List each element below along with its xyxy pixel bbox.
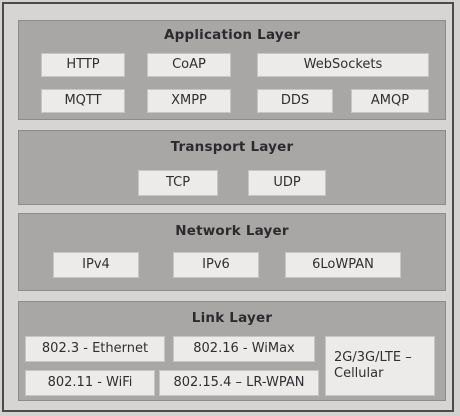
- application-layer-title: Application Layer: [163, 27, 301, 43]
- protocol-http: HTTP: [41, 53, 125, 77]
- network-layer-title: Network Layer: [175, 223, 289, 239]
- protocol-amqp: AMQP: [351, 89, 429, 113]
- protocol-ipv6: IPv6: [173, 252, 259, 278]
- protocol-cellular: 2G/3G/LTE – Cellular: [325, 336, 435, 396]
- protocol-6lowpan: 6LoWPAN: [285, 252, 401, 278]
- protocol-wimax: 802.16 - WiMax: [173, 336, 315, 362]
- transport-layer-title: Transport Layer: [170, 139, 294, 155]
- protocol-xmpp: XMPP: [147, 89, 231, 113]
- application-layer: Application Layer HTTP CoAP WebSockets M…: [18, 20, 446, 120]
- link-layer-title: Link Layer: [191, 310, 273, 326]
- protocol-udp: UDP: [248, 170, 326, 196]
- protocol-mqtt: MQTT: [41, 89, 125, 113]
- protocol-tcp: TCP: [138, 170, 218, 196]
- network-layer: Network Layer IPv4 IPv6 6LoWPAN: [18, 213, 446, 291]
- diagram-frame: Application Layer HTTP CoAP WebSockets M…: [2, 2, 454, 412]
- link-layer: Link Layer 802.3 - Ethernet 802.16 - WiM…: [18, 301, 446, 401]
- protocol-websockets: WebSockets: [257, 53, 429, 77]
- protocol-ethernet: 802.3 - Ethernet: [25, 336, 165, 362]
- protocol-lr-wpan: 802.15.4 – LR-WPAN: [159, 370, 319, 396]
- protocol-wifi: 802.11 - WiFi: [25, 370, 155, 396]
- protocol-coap: CoAP: [147, 53, 231, 77]
- transport-layer: Transport Layer TCP UDP: [18, 130, 446, 205]
- protocol-ipv4: IPv4: [53, 252, 139, 278]
- protocol-dds: DDS: [257, 89, 333, 113]
